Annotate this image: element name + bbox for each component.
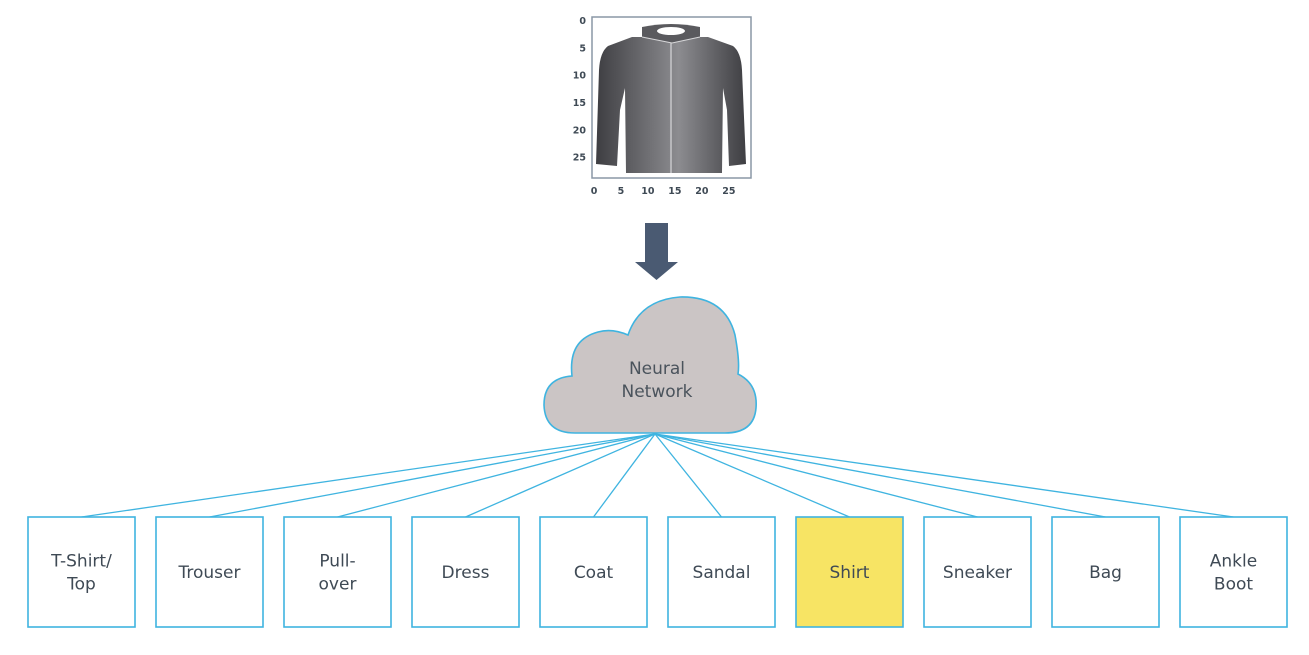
class-box [155, 516, 264, 628]
y-tick-label: 0 [579, 16, 586, 27]
class-box-trouser: Trouser [155, 516, 264, 628]
y-tick-label: 15 [573, 98, 586, 109]
connection-line [592, 433, 656, 518]
x-tick-label: 5 [618, 186, 625, 197]
y-tick-label: 10 [573, 71, 587, 82]
class-box-sandal: Sandal [667, 516, 776, 628]
connection-lines [81, 433, 1234, 518]
class-box [667, 516, 776, 628]
class-box-coat: Coat [539, 516, 648, 628]
cloud-label-line1: Neural [629, 359, 685, 379]
y-axis-ticks: 0 5 10 15 20 25 [573, 16, 587, 164]
class-box [283, 516, 392, 628]
y-tick-label: 20 [573, 125, 587, 136]
x-tick-label: 15 [668, 186, 681, 197]
class-box-pullover: Pull-over [283, 516, 392, 628]
class-box [1051, 516, 1160, 628]
class-label: over [319, 575, 357, 595]
class-label: Pull- [319, 552, 355, 572]
connection-line [209, 433, 656, 518]
class-box-sneaker: Sneaker [923, 516, 1032, 628]
x-axis-ticks: 0 5 10 15 20 25 [591, 186, 736, 197]
neural-network-cloud: Neural Network [543, 296, 757, 434]
connection-line [654, 433, 1234, 518]
class-box [411, 516, 520, 628]
class-label: T-Shirt/ [50, 552, 112, 572]
connection-line [654, 433, 723, 518]
cloud-shape [543, 296, 757, 434]
class-label: Sneaker [943, 563, 1012, 583]
x-tick-label: 0 [591, 186, 598, 197]
class-box [1179, 516, 1288, 628]
shirt-icon [596, 24, 746, 173]
predicted-class-box [795, 516, 904, 628]
class-label: Dress [442, 563, 490, 583]
class-label: Boot [1214, 575, 1253, 595]
class-box-shirt: Shirt [795, 516, 904, 628]
class-label: Shirt [830, 563, 870, 583]
class-box-bag: Bag [1051, 516, 1160, 628]
class-label: Top [66, 575, 96, 595]
y-tick-label: 25 [573, 153, 586, 164]
class-box-dress: Dress [411, 516, 520, 628]
class-label: Coat [574, 563, 614, 583]
connection-line [654, 433, 978, 518]
y-tick-label: 5 [579, 43, 586, 54]
class-box [539, 516, 648, 628]
class-box [923, 516, 1032, 628]
connection-line [337, 433, 656, 518]
class-box-tshirttop: T-Shirt/Top [27, 516, 136, 628]
class-label: Trouser [178, 563, 241, 583]
class-boxes: T-Shirt/Top Trouser Pull-over Dress Coat Sand… [27, 516, 1288, 628]
connection-line [654, 433, 1106, 518]
down-arrow-icon [635, 223, 678, 280]
class-label: Bag [1089, 563, 1122, 583]
class-label: Ankle [1210, 552, 1257, 572]
x-tick-label: 10 [641, 186, 655, 197]
class-box [27, 516, 136, 628]
input-image: 0 5 10 15 20 25 0 5 10 15 20 25 [573, 16, 752, 197]
connection-line [654, 433, 850, 518]
x-tick-label: 25 [722, 186, 735, 197]
connection-line [465, 433, 656, 518]
class-label: Sandal [693, 563, 751, 583]
x-tick-label: 20 [695, 186, 709, 197]
cloud-label-line2: Network [622, 382, 693, 402]
connection-line [81, 433, 656, 518]
